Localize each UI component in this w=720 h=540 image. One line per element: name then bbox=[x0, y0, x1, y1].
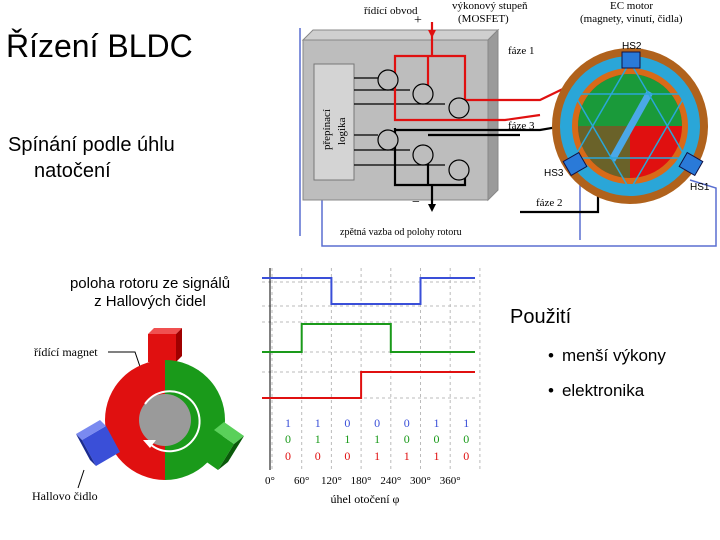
usage-item-text: menší výkony bbox=[561, 346, 666, 365]
digit-cell: 1 bbox=[434, 449, 440, 463]
digit-cell: 0 bbox=[434, 432, 440, 446]
digit-cell: 1 bbox=[463, 416, 469, 430]
digit-cell: 0 bbox=[463, 432, 469, 446]
phase1-label: fáze 1 bbox=[508, 45, 535, 57]
bullet-dot: • bbox=[548, 346, 554, 365]
digit-cell: 0 bbox=[315, 449, 321, 463]
digit-cell: 1 bbox=[344, 432, 350, 446]
waveform-line bbox=[262, 323, 475, 353]
hs3-sensor bbox=[562, 151, 588, 177]
bullet-dot: • bbox=[548, 381, 554, 400]
hs1-label: HS1 bbox=[690, 182, 710, 193]
angle-tick-label: 180° bbox=[351, 475, 372, 487]
angle-tick-label: 300° bbox=[410, 475, 431, 487]
angle-tick-label: 120° bbox=[321, 475, 342, 487]
digit-cell: 0 bbox=[374, 416, 380, 430]
hall-title-1: poloha rotoru ze signálů bbox=[70, 275, 230, 292]
digit-cell: 1 bbox=[374, 449, 380, 463]
angle-ticks: 0° 60° 120° 180° 240° 300° 360° bbox=[265, 475, 461, 487]
digit-cell: 1 bbox=[315, 416, 321, 430]
hs3-label: HS3 bbox=[544, 168, 564, 179]
minus-arrow bbox=[428, 204, 436, 212]
waveform-line bbox=[262, 277, 475, 305]
label-motor-1: EC motor bbox=[610, 0, 653, 12]
logic-label-1: přepínací bbox=[321, 109, 333, 150]
digit-cell: 1 bbox=[404, 449, 410, 463]
plus-arrow bbox=[428, 30, 436, 38]
hs2-sensor bbox=[621, 51, 641, 69]
angle-axis-label: úhel otočení φ bbox=[331, 492, 400, 506]
angle-tick-label: 60° bbox=[294, 475, 309, 487]
angle-tick-label: 360° bbox=[440, 475, 461, 487]
digit-cell: 1 bbox=[315, 432, 321, 446]
digit-cell: 0 bbox=[344, 449, 350, 463]
red-magnet-cube bbox=[148, 328, 182, 362]
digit-cell: 0 bbox=[285, 449, 291, 463]
bullet-main: Spínání podle úhlu natočení bbox=[8, 132, 238, 184]
digit-cell: 1 bbox=[374, 432, 380, 446]
digit-cell: 1 bbox=[434, 416, 440, 430]
label-power-1: výkonový stupeň bbox=[452, 0, 528, 12]
control-lines bbox=[354, 77, 445, 166]
label-motor-2: (magnety, vinutí, čidla) bbox=[580, 13, 683, 25]
usage-heading: Použití bbox=[510, 306, 572, 328]
logic-label-2: logika bbox=[336, 117, 348, 145]
digit-cell: 0 bbox=[463, 449, 469, 463]
usage-item: • elektronika bbox=[548, 381, 644, 401]
digit-cell: 0 bbox=[285, 432, 291, 446]
bullet-main-cont: natočení bbox=[34, 160, 111, 182]
sensor-pointer bbox=[77, 469, 85, 489]
positive-rail bbox=[393, 22, 599, 122]
digit-cell: 0 bbox=[404, 416, 410, 430]
angle-tick-label: 240° bbox=[380, 475, 401, 487]
rotor bbox=[105, 360, 225, 480]
logic-block bbox=[313, 63, 355, 181]
plus-sign: + bbox=[414, 13, 422, 28]
sensor-label: Hallovo čidlo bbox=[32, 489, 98, 503]
usage-item: • menší výkony bbox=[548, 346, 666, 366]
usage-item-text: elektronika bbox=[561, 381, 645, 400]
timing-grid bbox=[262, 268, 481, 470]
waveforms bbox=[262, 277, 475, 399]
green-sensor-cube bbox=[198, 422, 244, 470]
transistors bbox=[377, 69, 470, 181]
hs2-label: HS2 bbox=[622, 41, 642, 52]
phase3-label: fáze 3 bbox=[508, 120, 535, 132]
label-power-2: (MOSFET) bbox=[458, 13, 509, 25]
ec-motor bbox=[552, 48, 708, 204]
digit-cell: 1 bbox=[285, 416, 291, 430]
digit-cell: 0 bbox=[344, 416, 350, 430]
digit-table: 1 1 0 0 0 1 1 0 1 1 1 0 0 0 0 0 0 1 1 1 0 bbox=[285, 416, 469, 463]
hall-title-2: z Hallových čidel bbox=[94, 293, 206, 310]
phase2-label: fáze 2 bbox=[536, 197, 563, 209]
blue-hall-sensor bbox=[76, 420, 120, 466]
minus-sign: − bbox=[412, 195, 420, 210]
label-control: řídící obvod bbox=[364, 5, 418, 17]
waveform-line bbox=[262, 371, 475, 399]
bullet-main-text: Spínání podle úhlu bbox=[8, 134, 175, 156]
angle-tick-label: 0° bbox=[265, 475, 275, 487]
slide-title: Řízení BLDC bbox=[6, 28, 193, 64]
hs1-sensor bbox=[678, 151, 704, 177]
feedback-label: zpětná vazba od polohy rotoru bbox=[340, 227, 462, 238]
digit-cell: 0 bbox=[404, 432, 410, 446]
magnet-label: řídící magnet bbox=[34, 345, 98, 359]
